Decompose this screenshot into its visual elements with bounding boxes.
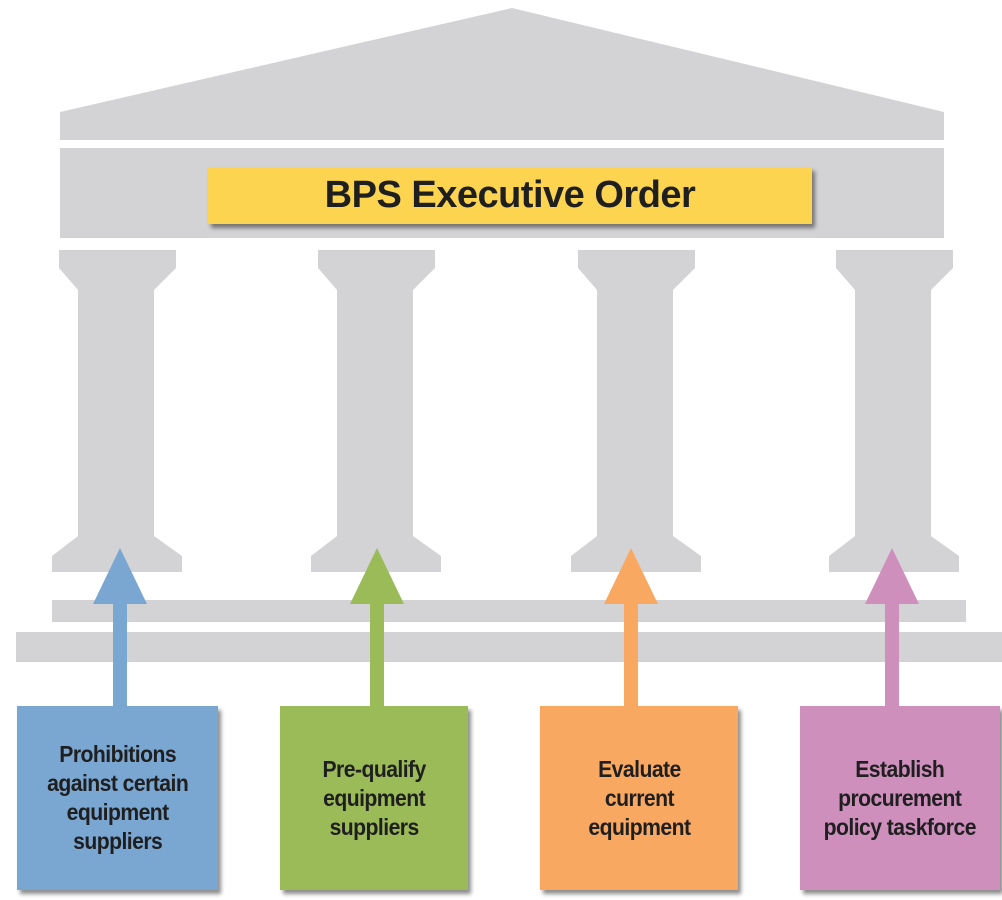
pillar-box-prohibitions: Prohibitions against certain equipment s… xyxy=(17,706,218,890)
pillar-label-line: policy taskforce xyxy=(823,813,977,840)
column-3 xyxy=(571,250,701,572)
pillar-label-line: Prohibitions xyxy=(59,741,176,767)
pillar-label-line: Evaluate xyxy=(597,755,681,782)
arrow-2 xyxy=(350,548,404,708)
pillar-label-prequalify: Pre-qualify equipment suppliers xyxy=(322,755,426,842)
executive-order-banner: BPS Executive Order xyxy=(208,167,812,224)
temple-step-upper xyxy=(52,600,966,622)
arrow-4 xyxy=(865,548,919,722)
column-2 xyxy=(311,250,441,572)
pillar-label-line: equipment xyxy=(587,813,691,840)
pillar-box-taskforce: Establish procurement policy taskforce xyxy=(800,706,1000,890)
pillar-label-evaluate: Evaluate current equipment xyxy=(587,755,691,842)
pillar-label-prohibitions: Prohibitions against certain equipment s… xyxy=(46,740,189,856)
arrows xyxy=(93,548,919,722)
pillar-label-line: equipment xyxy=(66,799,169,825)
arrow-3 xyxy=(604,548,658,714)
pillar-label-line: equipment xyxy=(322,784,426,811)
pillar-box-evaluate: Evaluate current equipment xyxy=(540,706,738,890)
column-4 xyxy=(829,250,959,572)
column-1 xyxy=(52,250,182,572)
pillar-label-line: procurement xyxy=(838,784,962,811)
pillar-label-line: Pre-qualify xyxy=(322,755,426,782)
pillar-label-line: against certain xyxy=(46,770,189,796)
temple-roof xyxy=(60,8,944,140)
pillar-label-line: suppliers xyxy=(72,828,163,854)
pillar-box-prequalify: Pre-qualify equipment suppliers xyxy=(280,706,468,890)
pillar-label-line: current xyxy=(604,784,674,811)
pillar-label-line: Establish xyxy=(855,755,945,782)
pillar-label-taskforce: Establish procurement policy taskforce xyxy=(823,755,977,842)
pillar-label-line: suppliers xyxy=(329,813,419,840)
temple-step-lower xyxy=(16,632,1002,662)
executive-order-title: BPS Executive Order xyxy=(324,174,696,216)
arrow-1 xyxy=(93,548,147,708)
